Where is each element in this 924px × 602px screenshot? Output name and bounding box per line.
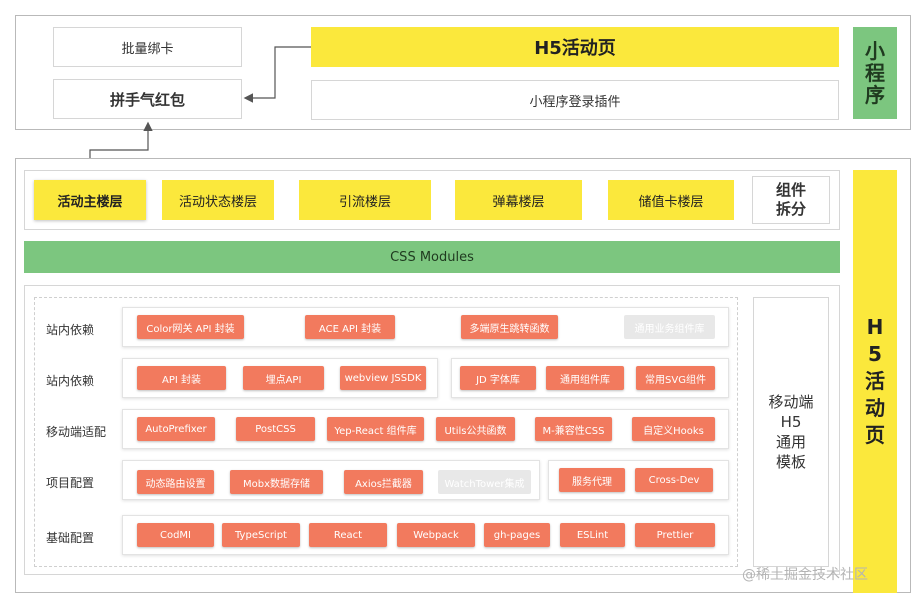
component-main-floor: 活动主楼层 — [34, 180, 146, 220]
chip-react: React — [309, 523, 387, 547]
chip-tracking-api: 埋点API — [243, 366, 324, 390]
chip-jd-font-library: JD 字体库 — [460, 366, 536, 390]
template-container — [24, 285, 840, 575]
batch-bind-card-box: 批量绑卡 — [53, 27, 242, 67]
chip-api-wrapper: API 封装 — [137, 366, 226, 390]
chip-common-svg-components: 常用SVG组件 — [636, 366, 715, 390]
chip-dynamic-routing: 动态路由设置 — [137, 470, 214, 494]
h5-activity-page-box: H5活动页 — [311, 27, 839, 67]
row-label-internal-deps-2: 站内依赖 — [46, 373, 95, 388]
red-packet-box: 拼手气红包 — [53, 79, 242, 119]
chip-yep-react: Yep-React 组件库 — [327, 417, 424, 441]
chip-utils-functions: Utils公共函数 — [436, 417, 515, 441]
component-status-floor: 活动状态楼层 — [162, 180, 274, 220]
component-traffic-floor: 引流楼层 — [299, 180, 431, 220]
mobile-h5-template-label: 移动端 H5 通用 模板 — [753, 297, 829, 567]
chip-prettier: Prettier — [635, 523, 715, 547]
chip-webview-jssdk: webview JSSDK — [340, 366, 426, 390]
chip-cross-dev: Cross-Dev — [635, 468, 713, 492]
row-label-base-config: 基础配置 — [46, 530, 95, 545]
component-barrage-floor: 弹幕楼层 — [455, 180, 582, 220]
chip-custom-hooks: 自定义Hooks — [632, 417, 715, 441]
row-label-internal-deps-1: 站内依赖 — [46, 322, 95, 337]
chip-typescript: TypeScript — [222, 523, 300, 547]
chip-autoprefixer: AutoPrefixer — [137, 417, 215, 441]
chip-service-proxy: 服务代理 — [559, 468, 625, 492]
h5-activity-label: H 5 活 动 页 — [853, 170, 897, 593]
chip-color-gateway-api: Color网关 API 封装 — [137, 315, 244, 339]
watermark-text: @稀土掘金技术社区 — [742, 567, 868, 583]
chip-axios-interceptor: Axios拦截器 — [344, 470, 423, 494]
chip-mobx-storage: Mobx数据存储 — [230, 470, 323, 494]
chip-ace-api: ACE API 封装 — [305, 315, 395, 339]
chip-webpack: Webpack — [397, 523, 475, 547]
row-label-project-config: 项目配置 — [46, 475, 95, 490]
component-split-label: 组件 拆分 — [752, 176, 830, 224]
row-label-mobile-adaptation: 移动端适配 — [46, 424, 107, 439]
chip-common-business-components: 通用业务组件库 — [624, 315, 715, 339]
chip-native-jump-functions: 多端原生跳转函数 — [461, 315, 558, 339]
mini-program-login-plugin-box: 小程序登录插件 — [311, 80, 839, 120]
template-dashed-area — [34, 297, 738, 567]
chip-watchtower-integration: WatchTower集成 — [438, 470, 531, 494]
row-panel-mobile-adaptation — [122, 409, 729, 449]
mini-program-label: 小 程 序 — [853, 27, 897, 119]
chip-eslint: ESLint — [560, 523, 625, 547]
chip-codmi: CodMI — [137, 523, 214, 547]
css-modules-bar: CSS Modules — [24, 241, 840, 273]
component-stored-card-floor: 储值卡楼层 — [608, 180, 734, 220]
chip-postcss: PostCSS — [236, 417, 315, 441]
chip-common-component-library: 通用组件库 — [546, 366, 624, 390]
chip-gh-pages: gh-pages — [484, 523, 550, 547]
chip-m-compatibility-css: M-兼容性CSS — [535, 417, 612, 441]
arrow-h5-to-red-packet — [243, 46, 311, 103]
